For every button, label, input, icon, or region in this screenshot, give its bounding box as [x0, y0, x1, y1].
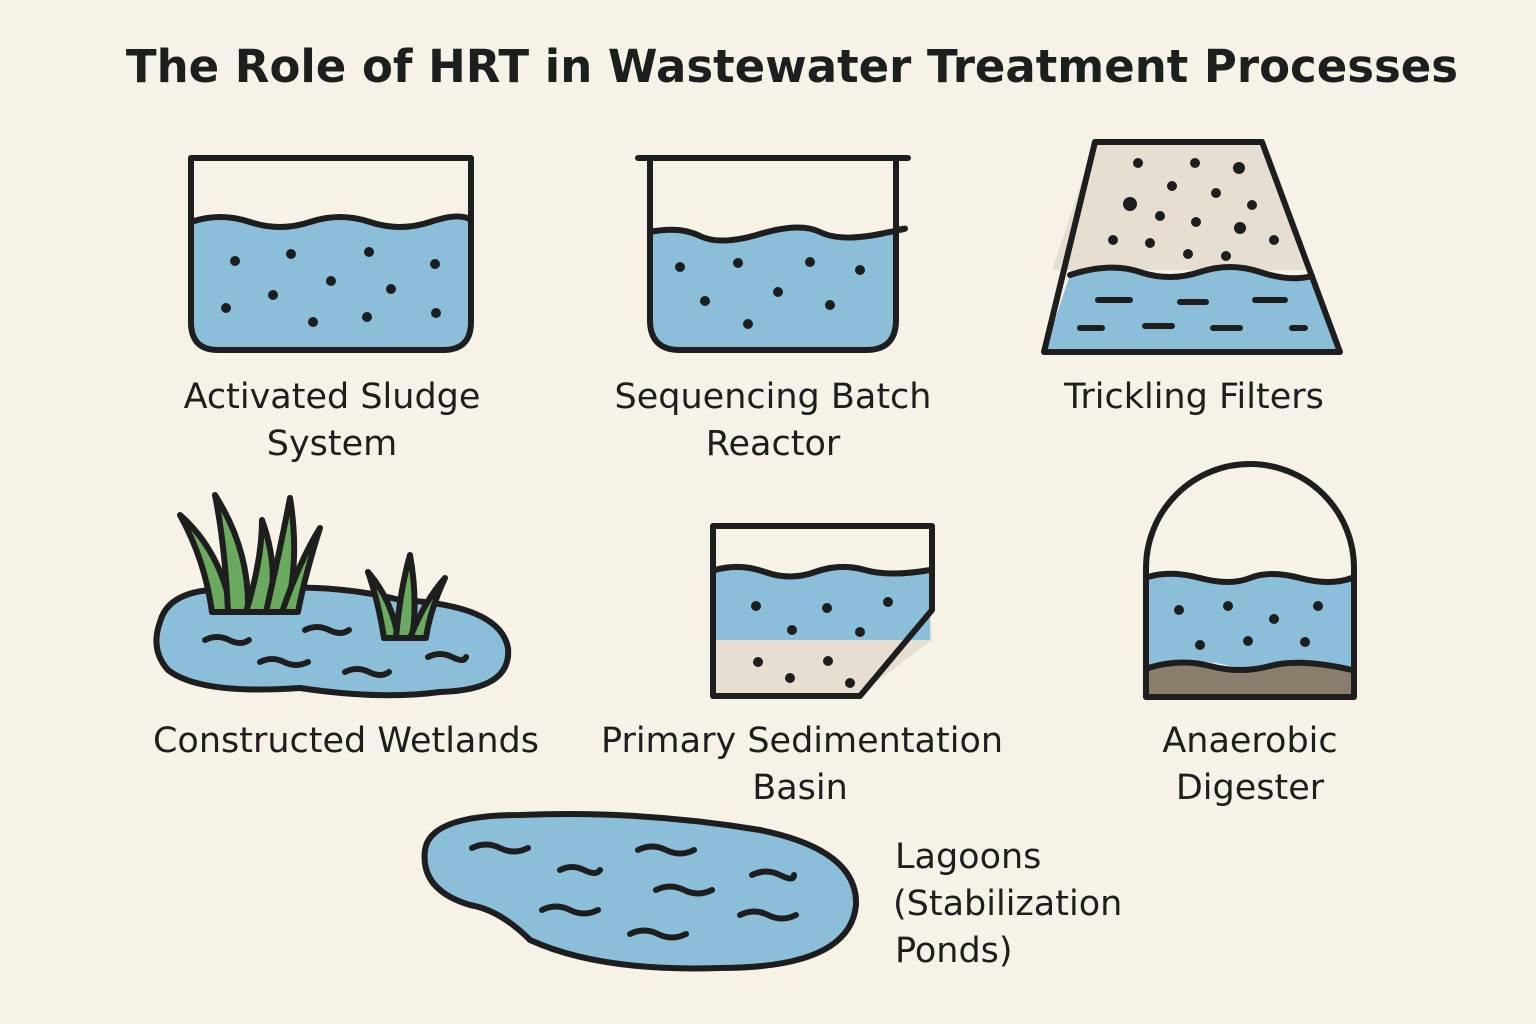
sequencing-batch-reactor-icon — [635, 155, 911, 353]
label-line: Ponds) — [895, 931, 1013, 971]
label-line: Trickling Filters — [1063, 377, 1324, 417]
label-line: Activated Sludge — [184, 377, 481, 417]
label-line: Constructed Wetlands — [153, 721, 539, 761]
label-line: (Stabilization — [893, 884, 1122, 924]
label-line: Anaerobic — [1162, 721, 1337, 761]
lagoon-icon — [421, 811, 860, 972]
label-line: Lagoons — [895, 837, 1041, 877]
activated-sludge-tank-icon — [188, 155, 474, 353]
label-line: Reactor — [706, 424, 841, 464]
diagram-title: The Role of HRT in Wastewater Treatment … — [126, 40, 1458, 93]
label-line: Digester — [1176, 768, 1325, 808]
label-line: Primary Sedimentation — [601, 721, 1003, 761]
constructed-wetland-icon — [153, 492, 512, 699]
anaerobic-digester-icon — [1143, 461, 1357, 700]
label-line: Sequencing Batch — [615, 377, 932, 417]
sedimentation-basin-icon — [710, 523, 935, 699]
trickling-filter-label: Trickling Filters — [1063, 377, 1324, 417]
label-line: Basin — [752, 768, 848, 808]
label-line: System — [267, 424, 398, 464]
wetlands-label: Constructed Wetlands — [153, 721, 539, 761]
trickling-filter-icon — [1041, 139, 1343, 355]
